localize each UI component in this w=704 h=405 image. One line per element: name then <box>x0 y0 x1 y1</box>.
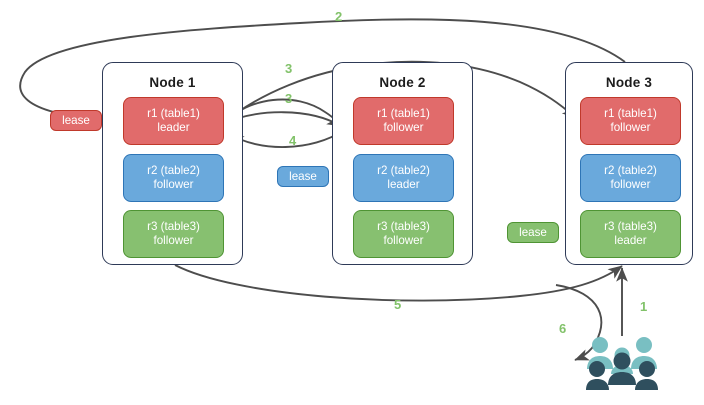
replica-r2[interactable]: r2 (table2) follower <box>580 154 681 202</box>
replica-r3[interactable]: r3 (table3) follower <box>123 210 224 258</box>
arrow-step-2 <box>19 18 626 124</box>
step-label-2: 2 <box>335 9 343 24</box>
replica-name: r2 (table2) <box>377 164 430 177</box>
step-label-3-lower: 3 <box>285 91 293 106</box>
step-label-5: 5 <box>394 297 402 312</box>
replica-role: follower <box>383 234 424 247</box>
node-title: Node 2 <box>379 75 426 90</box>
replica-role: follower <box>153 178 194 191</box>
replica-role: leader <box>614 234 647 247</box>
node-container-3: Node 3 r1 (table1) follower r2 (table2) … <box>565 62 693 265</box>
node-title: Node 1 <box>149 75 196 90</box>
replica-role: leader <box>387 178 420 191</box>
replica-role: follower <box>610 178 651 191</box>
node-title: Node 3 <box>605 75 653 90</box>
replica-r2[interactable]: r2 (table2) leader <box>353 154 454 202</box>
replica-name: r1 (table1) <box>604 107 657 120</box>
lease-badge-blue[interactable]: lease <box>277 166 329 187</box>
replica-name: r3 (table3) <box>147 220 200 233</box>
replica-r3[interactable]: r3 (table3) follower <box>353 210 454 258</box>
replica-role: follower <box>610 121 651 134</box>
arrow-step-5 <box>174 264 623 302</box>
replica-name: r2 (table2) <box>147 164 200 177</box>
replica-r1[interactable]: r1 (table1) follower <box>353 97 454 145</box>
node-container-2: Node 2 r1 (table1) follower r2 (table2) … <box>332 62 473 265</box>
replica-r3[interactable]: r3 (table3) leader <box>580 210 681 258</box>
lease-badge-green[interactable]: lease <box>507 222 559 243</box>
replica-r1[interactable]: r1 (table1) leader <box>123 97 224 145</box>
arrow-step-4 <box>229 129 345 148</box>
replica-name: r2 (table2) <box>604 164 657 177</box>
lease-badge-red[interactable]: lease <box>50 110 102 131</box>
step-label-4: 4 <box>289 133 297 148</box>
replica-name: r3 (table3) <box>377 220 430 233</box>
replica-r2[interactable]: r2 (table2) follower <box>123 154 224 202</box>
node-container-1: Node 1 r1 (table1) leader r2 (table2) fo… <box>102 62 243 265</box>
replica-name: r1 (table1) <box>377 107 430 120</box>
step-label-1: 1 <box>640 299 648 314</box>
replica-role: follower <box>153 234 194 247</box>
replica-r1[interactable]: r1 (table1) follower <box>580 97 681 145</box>
step-label-6: 6 <box>559 321 567 336</box>
replica-name: r3 (table3) <box>604 220 657 233</box>
users-group-icon <box>586 337 658 390</box>
replica-role: follower <box>383 121 424 134</box>
replica-role: leader <box>157 121 190 134</box>
step-label-3-upper: 3 <box>285 61 293 76</box>
replica-name: r1 (table1) <box>147 107 200 120</box>
